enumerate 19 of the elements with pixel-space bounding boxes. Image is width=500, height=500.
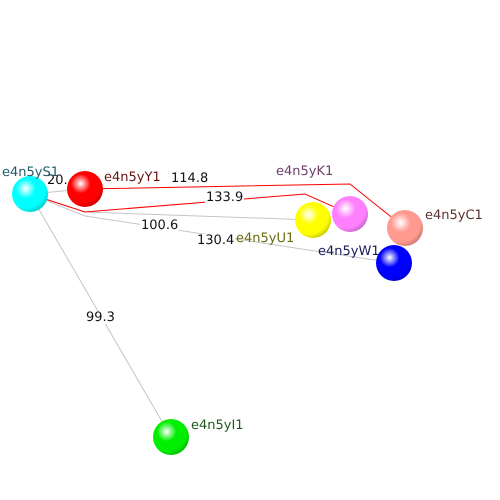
node-label: e4n5yU1 xyxy=(236,232,294,245)
distance-label: 100.6 xyxy=(140,219,180,232)
node-label: e4n5yI1 xyxy=(191,419,244,432)
sphere-node xyxy=(67,171,103,207)
node-label: e4n5yW1 xyxy=(318,245,380,258)
distance-label: 133.9 xyxy=(205,191,244,204)
sphere-node xyxy=(387,210,423,246)
sphere-node xyxy=(332,196,368,232)
sphere-node xyxy=(295,202,331,238)
node-label: e4n5yY1 xyxy=(104,171,161,184)
connector-line xyxy=(47,190,68,193)
node-label: e4n5yK1 xyxy=(276,165,334,178)
connector-line xyxy=(38,209,162,422)
sphere-node xyxy=(153,419,189,455)
distance-label: 99.3 xyxy=(85,311,116,324)
distance-label: 130.4 xyxy=(196,234,236,247)
distance-label: 114.8 xyxy=(170,172,210,185)
connector-line xyxy=(102,184,392,218)
node-label: e4n5yC1 xyxy=(425,209,483,222)
